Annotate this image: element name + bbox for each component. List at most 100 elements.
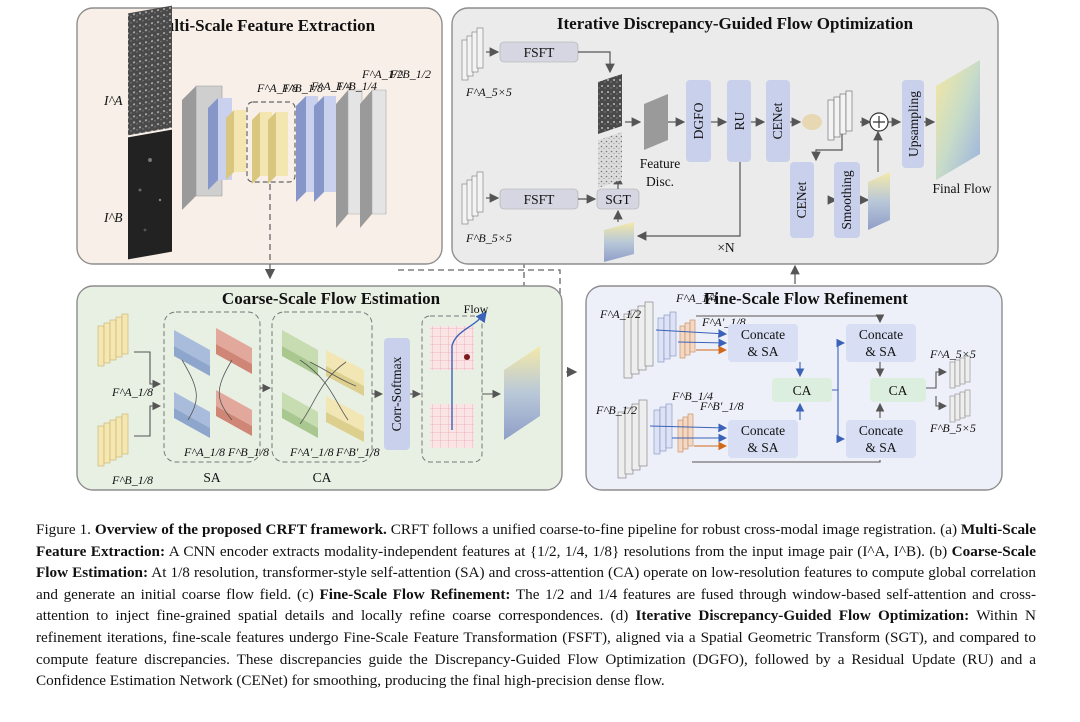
caption-d-text: Within N refinement iterations, fine-sca… [36, 607, 1036, 690]
fine-out-a-label: F^A_5×5 [929, 347, 976, 361]
dgfo-label: DGFO [691, 102, 706, 139]
concate-sa-2-line1: Concate [741, 423, 785, 438]
caption-c-text: The 1/2 and 1/4 features are fused throu… [36, 585, 1037, 625]
caption-b-title: Coarse-Scale Flow Estimation: [36, 542, 1036, 582]
sa-blocks [174, 328, 252, 438]
concate-sa-1-line1: Concate [741, 327, 785, 342]
input-stack-b [461, 171, 484, 225]
panel-coarse: Coarse-Scale Flow Estimation F^A_1/8 F^B… [76, 285, 563, 491]
warped-feature-a [598, 74, 622, 134]
concate-sa-block-2 [728, 420, 798, 458]
feat-a-1-4-label: F^A_1/4 [310, 79, 352, 93]
caption-c-title: Fine-Scale Flow Refinement: [319, 585, 511, 603]
panel-fine: Fine-Scale Flow Refinement F^A_1/2 F^A_1… [585, 285, 1003, 491]
feat-b-1-8-label: F^B_1/8 [281, 81, 323, 95]
ca-label: CA [313, 470, 332, 485]
concate-sa-3-line1: Concate [859, 327, 903, 342]
fine-in-a-quarter-label: F^A_1/4 [675, 291, 717, 305]
feature-disc-line2: Disc. [646, 174, 674, 189]
caption-intro: CRFT follows a unified coarse-to-fine pi… [390, 521, 957, 538]
feature-1-8-highlight [246, 101, 296, 183]
feature-disc-block [644, 94, 668, 150]
correlation-group [421, 315, 483, 463]
coarse-input-b [97, 413, 129, 467]
input-a-label: I^A [103, 93, 123, 108]
fine-in-b-prime-label: F^B'_1/8 [699, 399, 744, 413]
ca-out-b-label: F^B'_1/8 [335, 445, 380, 459]
corr-softmax-block [384, 338, 410, 450]
fine-in-b-half-label: F^B_1/2 [595, 403, 637, 417]
flow-label: Flow [464, 302, 489, 316]
confidence-blob [802, 114, 822, 130]
sa-out-b-label: F^B_1/8 [227, 445, 269, 459]
concate-sa-block-3 [846, 324, 916, 362]
fig-title: Overview of the proposed CRFT framework. [94, 521, 387, 538]
coarse-input-b-label: F^B_1/8 [111, 473, 153, 487]
fine-arrows [649, 314, 948, 463]
fine-output-b [949, 389, 971, 423]
sa-out-a-label: F^A_1/8 [183, 445, 225, 459]
sa-group [163, 311, 261, 463]
cenet-label-2: CENet [794, 181, 809, 218]
fine-output-a [949, 355, 971, 389]
iter-input-a-label: F^A_5×5 [465, 85, 512, 99]
fsft-label-b: FSFT [524, 192, 556, 207]
caption-d-title: Iterative Discrepancy-Guided Flow Optimi… [635, 607, 970, 625]
panel-multi-scale: Multi-Scale Feature Extraction I^A I^B [76, 5, 443, 265]
upsampling-label: Upsampling [906, 91, 921, 157]
caption-a-text: A CNN encoder extracts modality-independ… [168, 542, 948, 560]
panel-multi-scale-title: Multi-Scale Feature Extraction [149, 16, 376, 35]
encoder-blocks [182, 85, 387, 228]
coarse-input-a [97, 313, 129, 367]
feat-b-1-4-label: F^B_1/4 [335, 79, 377, 93]
fine-in-b-quarter-label: F^B_1/4 [671, 389, 713, 403]
ca-block-2-label: CA [889, 383, 908, 398]
sa-label: SA [203, 470, 221, 485]
dgfo-block [686, 80, 711, 162]
feat-a-1-2-label: F^A_1/2 [361, 67, 403, 81]
cenet-label-1: CENet [770, 102, 785, 139]
iter-arrows [486, 47, 936, 241]
caption-b-text: At 1/8 resolution, transformer-style sel… [36, 564, 1036, 603]
coarse-arrows [134, 351, 502, 437]
input-b-label: I^B [103, 210, 122, 225]
sgt-label: SGT [605, 192, 631, 207]
ca-block-1-label: CA [793, 383, 812, 398]
ca-blocks [282, 330, 364, 442]
ca-block-1 [772, 378, 832, 402]
feature-disc-line1: Feature [640, 156, 680, 171]
ca-out-a-label: F^A'_1/8 [289, 445, 334, 459]
input-image-a [128, 5, 172, 136]
iterations-label: ×N [717, 240, 735, 255]
figure-caption: Figure 1. Overview of the proposed CRFT … [36, 519, 1036, 692]
concate-sa-4-line1: Concate [859, 423, 903, 438]
framework-figure: Multi-Scale Feature Extraction I^A I^B [76, 5, 1003, 491]
input-image-b-texture [138, 158, 162, 232]
fine-out-b-label: F^B_5×5 [929, 421, 976, 435]
sum-node-plus [873, 116, 885, 128]
input-stack-a [461, 27, 484, 81]
concate-sa-block-4 [846, 420, 916, 458]
caption-a-title: Multi-Scale Feature Extraction: [36, 521, 1036, 560]
coarse-input-a-label: F^A_1/8 [111, 385, 153, 399]
final-flow-image [936, 60, 980, 180]
fine-in-a-half-label: F^A_1/2 [599, 307, 641, 321]
corr-softmax-label: Corr-Softmax [389, 356, 404, 431]
concate-sa-3-line2: & SA [865, 344, 896, 359]
iter-input-b-label: F^B_5×5 [465, 231, 512, 245]
concate-sa-block-1 [728, 324, 798, 362]
panel-iterative: Iterative Discrepancy-Guided Flow Optimi… [451, 7, 999, 265]
panel-coarse-title: Coarse-Scale Flow Estimation [222, 289, 441, 308]
input-image-b [128, 129, 172, 260]
smoothed-flow-image [868, 172, 890, 230]
ru-block [727, 80, 751, 162]
mid-feature-stack [827, 90, 853, 141]
ru-label: RU [732, 111, 747, 130]
flow-arrow [451, 310, 487, 430]
fsft-label-a: FSFT [524, 45, 556, 60]
ca-block-2 [870, 378, 926, 402]
correlation-peak [464, 354, 470, 360]
final-flow-label: Final Flow [933, 181, 992, 196]
coarse-flow-image [504, 346, 540, 440]
warped-feature-b [598, 132, 622, 188]
